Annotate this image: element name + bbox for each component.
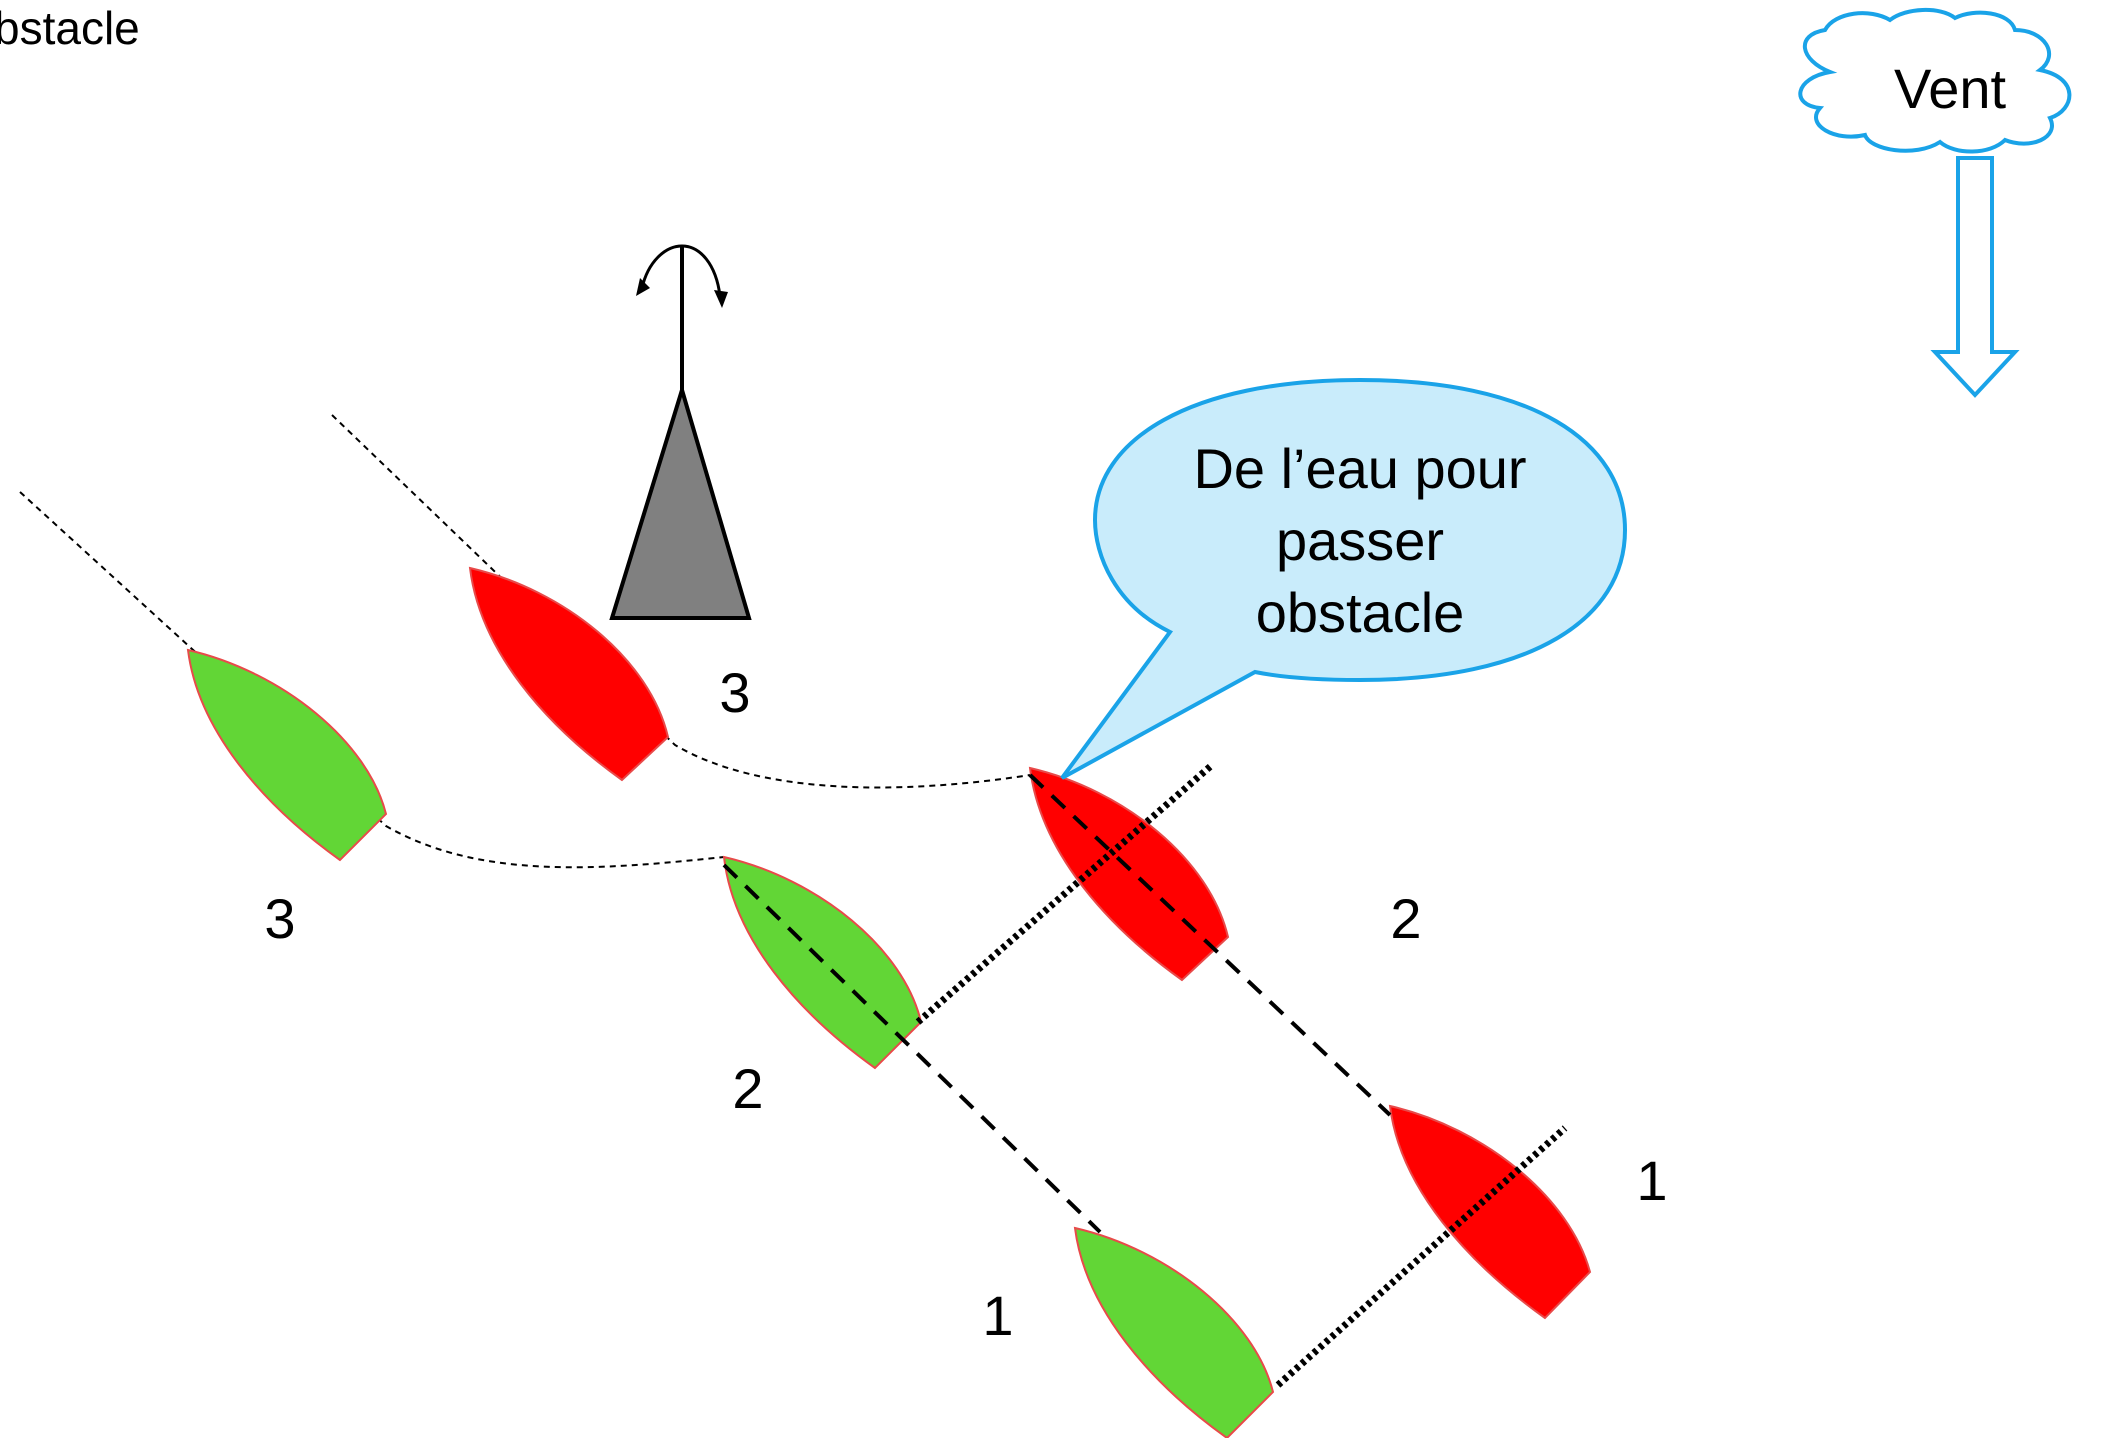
rotation-right-arrowhead: [714, 290, 728, 308]
wind-label: Vent: [1894, 57, 2007, 120]
green-trajectory: [19, 491, 725, 869]
corner-label: bstacle: [0, 2, 140, 54]
bubble-line-3: obstacle: [1256, 581, 1465, 644]
red-boat-3: [468, 566, 670, 782]
overlap-line-1: [1275, 1125, 1568, 1388]
label-red-3: 3: [719, 661, 750, 724]
boat-hull: [722, 855, 923, 1070]
mark-buoy: [609, 244, 752, 620]
wind-arrow-icon: [1930, 156, 2020, 398]
boat-hull: [468, 566, 670, 782]
green-boat-1: [1073, 1226, 1275, 1438]
bubble-line-1: De l’eau pour: [1193, 437, 1526, 500]
mark-triangle: [609, 383, 752, 620]
boat-hull: [186, 648, 388, 862]
speech-bubble: De l’eau pour passer obstacle: [1060, 377, 1628, 780]
overlap-line-2: [915, 762, 1215, 1025]
bubble-line-2: passer: [1276, 509, 1444, 572]
red-boat-1: [1388, 1104, 1592, 1320]
label-red-1: 1: [1636, 1149, 1667, 1212]
rotation-right-arrow: [681, 244, 722, 297]
green-boat-3: [186, 648, 388, 862]
wind-cloud-icon: [1798, 7, 2072, 154]
overlap-lines: [915, 762, 1568, 1388]
boat-hull: [1388, 1104, 1592, 1320]
boat-hull: [1073, 1226, 1275, 1438]
label-green-3: 3: [264, 887, 295, 950]
label-green-1: 1: [982, 1284, 1013, 1347]
green-centerline: [722, 863, 1102, 1234]
red-boat-2: [1028, 766, 1230, 982]
rotation-left-arrowhead: [636, 278, 650, 296]
trajectory-lines: [19, 414, 1031, 869]
label-red-2: 2: [1390, 887, 1421, 950]
wind-indicator: Vent: [1798, 7, 2072, 398]
rotation-left-arrow: [640, 244, 683, 289]
speech-bubble-shape: [1060, 377, 1628, 780]
label-green-2: 2: [732, 1057, 763, 1120]
green-boat-2: [722, 855, 923, 1070]
centerlines: [722, 773, 1392, 1234]
red-trajectory: [331, 414, 1031, 789]
boat-hull: [1028, 766, 1230, 982]
red-centerline: [1028, 773, 1392, 1117]
